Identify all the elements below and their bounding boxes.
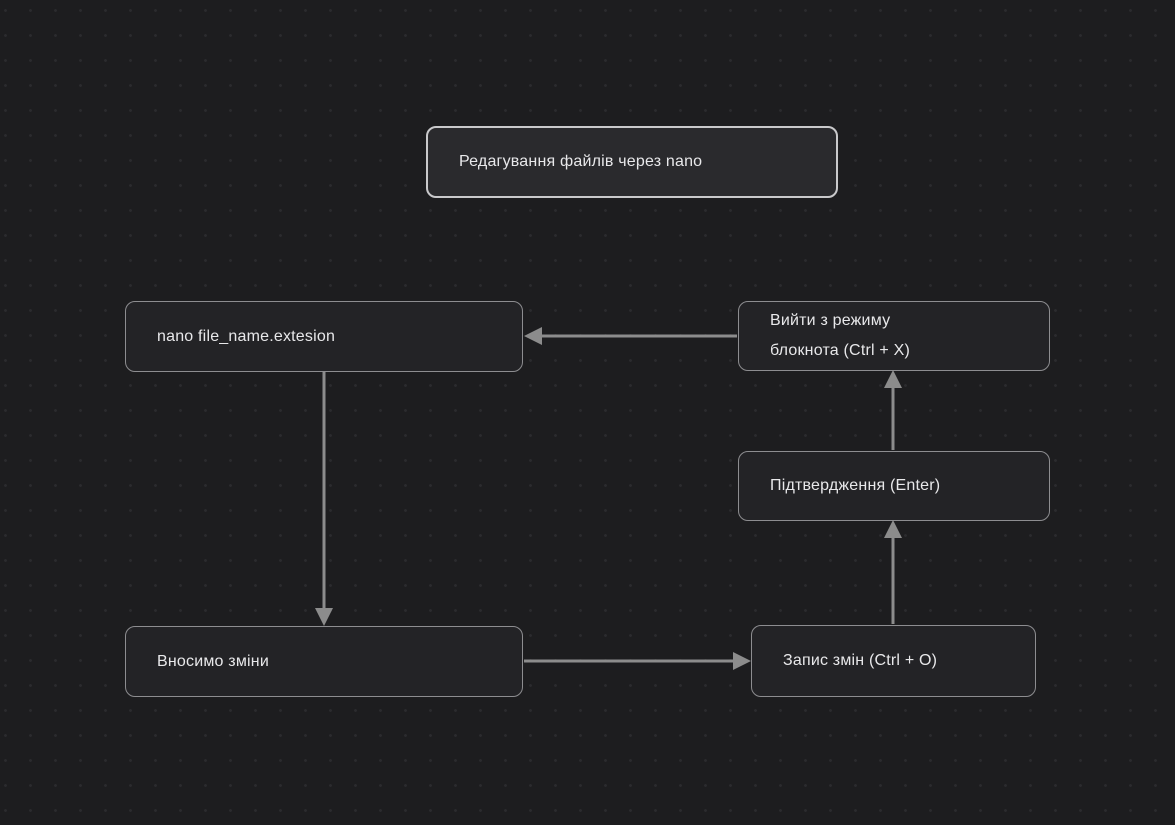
edge-nano-command-to-make-changes[interactable] xyxy=(315,372,333,626)
node-write-changes[interactable]: Запис змін (Ctrl + O) xyxy=(751,625,1036,697)
edge-exit-nano-to-nano-command[interactable] xyxy=(524,327,737,345)
node-nano-command[interactable]: nano file_name.extesion xyxy=(125,301,523,372)
edge-confirm-enter-to-exit-nano[interactable] xyxy=(884,370,902,450)
node-write-changes-label: Запис змін (Ctrl + O) xyxy=(783,652,938,669)
node-exit-nano-label: Вийти з режиму блокнота (Ctrl + X) xyxy=(770,312,910,359)
node-confirm-enter[interactable]: Підтвердження (Enter) xyxy=(738,451,1050,521)
edge-make-changes-to-write-changes[interactable] xyxy=(524,652,751,670)
node-exit-nano[interactable]: Вийти з режиму блокнота (Ctrl + X) xyxy=(738,301,1050,371)
node-diagram-title[interactable]: Редагування файлів через nano xyxy=(426,126,838,198)
diagram-title-label: Редагування файлів через nano xyxy=(459,153,703,170)
node-nano-command-label: nano file_name.extesion xyxy=(157,327,336,345)
edge-write-changes-to-confirm-enter[interactable] xyxy=(884,520,902,624)
node-make-changes[interactable]: Вносимо зміни xyxy=(125,626,523,697)
node-confirm-enter-label: Підтвердження (Enter) xyxy=(770,477,941,494)
node-make-changes-label: Вносимо зміни xyxy=(157,652,269,670)
